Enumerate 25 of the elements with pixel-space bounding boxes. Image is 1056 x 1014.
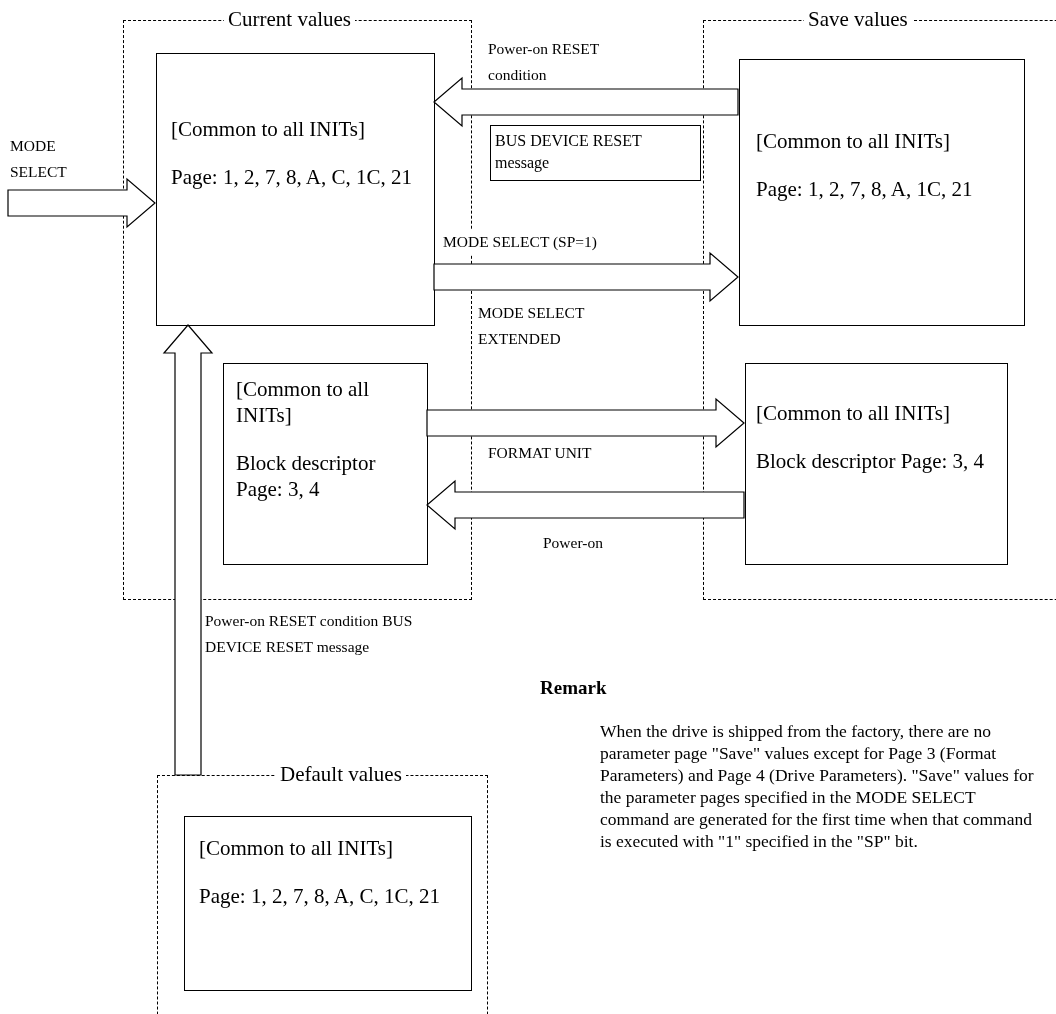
block-arrow (7, 177, 156, 229)
box-heading: [Common to all INITs] (171, 116, 366, 142)
remark-heading: Remark (540, 676, 608, 700)
box-text: Page: 1, 2, 7, 8, A, 1C, 21 (756, 176, 974, 202)
block-arrow (433, 251, 739, 303)
text-box (223, 363, 428, 565)
block-arrow (426, 479, 745, 531)
block-arrow (162, 324, 214, 776)
block-arrow (426, 397, 745, 449)
box-text: Block descriptor Page: 3, 4 (236, 450, 377, 502)
box-text: BUS DEVICE RESET message (495, 131, 643, 174)
box-text: Page: 1, 2, 7, 8, A, C, 1C, 21 (171, 164, 413, 190)
text-box (745, 363, 1008, 565)
text-box (156, 53, 435, 326)
box-heading: [Common to all INITs] (756, 400, 951, 426)
remark-paragraph: When the drive is shipped from the factory, there are no parameter page "Save" values except for Page 3 (Format Parameters) and Page 4 (Drive Parameters). "Save" values for the parameter pages specified in the MODE SELECT command are generated for the first time when that command is executed with "1" specified in the "SP" bit. (600, 720, 1035, 852)
text-box (739, 59, 1025, 326)
text-box (490, 125, 701, 181)
block-arrow (433, 76, 739, 128)
box-text: Page: 1, 2, 7, 8, A, C, 1C, 21 (199, 883, 441, 909)
box-heading: [Common to all INITs] (236, 376, 370, 428)
box-heading: [Common to all INITs] (199, 835, 394, 861)
box-heading: [Common to all INITs] (756, 128, 951, 154)
box-text: Block descriptor Page: 3, 4 (756, 448, 986, 474)
text-box (184, 816, 472, 991)
